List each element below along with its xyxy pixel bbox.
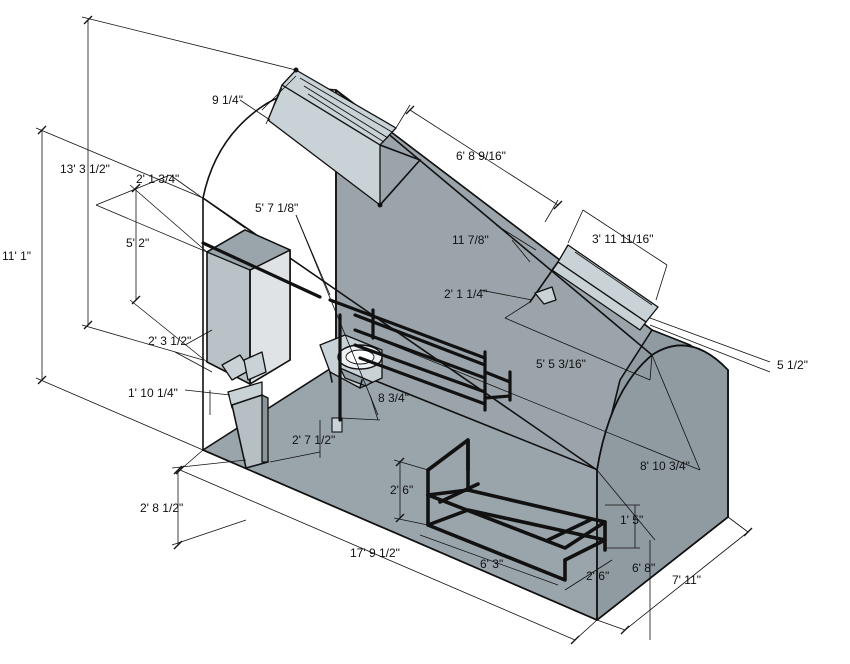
dim-wall-height: 6' 8" bbox=[632, 561, 655, 575]
bed-frame bbox=[426, 438, 607, 582]
radiator-pipes bbox=[328, 298, 512, 422]
floor-end-edge bbox=[596, 516, 729, 621]
dim-skylight-length: 6' 8 9/16" bbox=[456, 149, 506, 163]
dim-end-height: 8' 10 3/4" bbox=[640, 459, 690, 473]
dim-light-projection: 5 1/2" bbox=[777, 358, 808, 372]
floor-front-edge bbox=[202, 449, 598, 621]
dim-light-position: 5' 5 3/16" bbox=[536, 357, 586, 371]
dim-bed-width: 2' 6" bbox=[586, 569, 609, 583]
roof-light-fixture bbox=[529, 244, 659, 331]
dim-locker-width: 2' 1 3/4" bbox=[136, 172, 179, 186]
dim-bed-height: 2' 6" bbox=[390, 483, 413, 497]
dim-fixture-offset-b: 2' 1 1/4" bbox=[444, 287, 487, 301]
dim-cell-width: 7' 11" bbox=[672, 573, 701, 587]
dimension-labels: 13' 3 1/2" 11' 1" 9 1/4" 6' 8 9/16" 2' 1… bbox=[2, 93, 808, 587]
dim-vent-depth: 9 1/4" bbox=[212, 93, 243, 107]
dim-locker-offset: 2' 3 1/2" bbox=[148, 334, 191, 348]
dim-side-height: 11' 1" bbox=[2, 249, 31, 263]
dim-pipe-height: 5' 7 1/8" bbox=[255, 201, 298, 215]
dim-locker-height: 5' 2" bbox=[126, 236, 149, 250]
dim-drain-height: 8 3/4" bbox=[378, 391, 409, 405]
dimension-lines bbox=[35, 15, 771, 645]
dim-fixture-offset-a: 11 7/8" bbox=[452, 233, 489, 247]
dim-fixture-spacing: 2' 7 1/2" bbox=[292, 433, 335, 447]
dim-overall-height: 13' 3 1/2" bbox=[60, 162, 110, 176]
dim-base-height: 2' 8 1/2" bbox=[140, 501, 183, 515]
dim-bed-length: 6' 3" bbox=[480, 557, 503, 571]
wall-rail bbox=[201, 241, 322, 299]
dim-light-length: 3' 11 11/16" bbox=[592, 232, 654, 246]
dim-stool-height: 1' 10 1/4" bbox=[128, 386, 178, 400]
dim-cell-length: 17' 9 1/2" bbox=[350, 546, 400, 560]
roof-vent bbox=[267, 67, 421, 208]
dim-bed-leg: 1' 5" bbox=[620, 513, 643, 527]
stool bbox=[221, 351, 269, 469]
